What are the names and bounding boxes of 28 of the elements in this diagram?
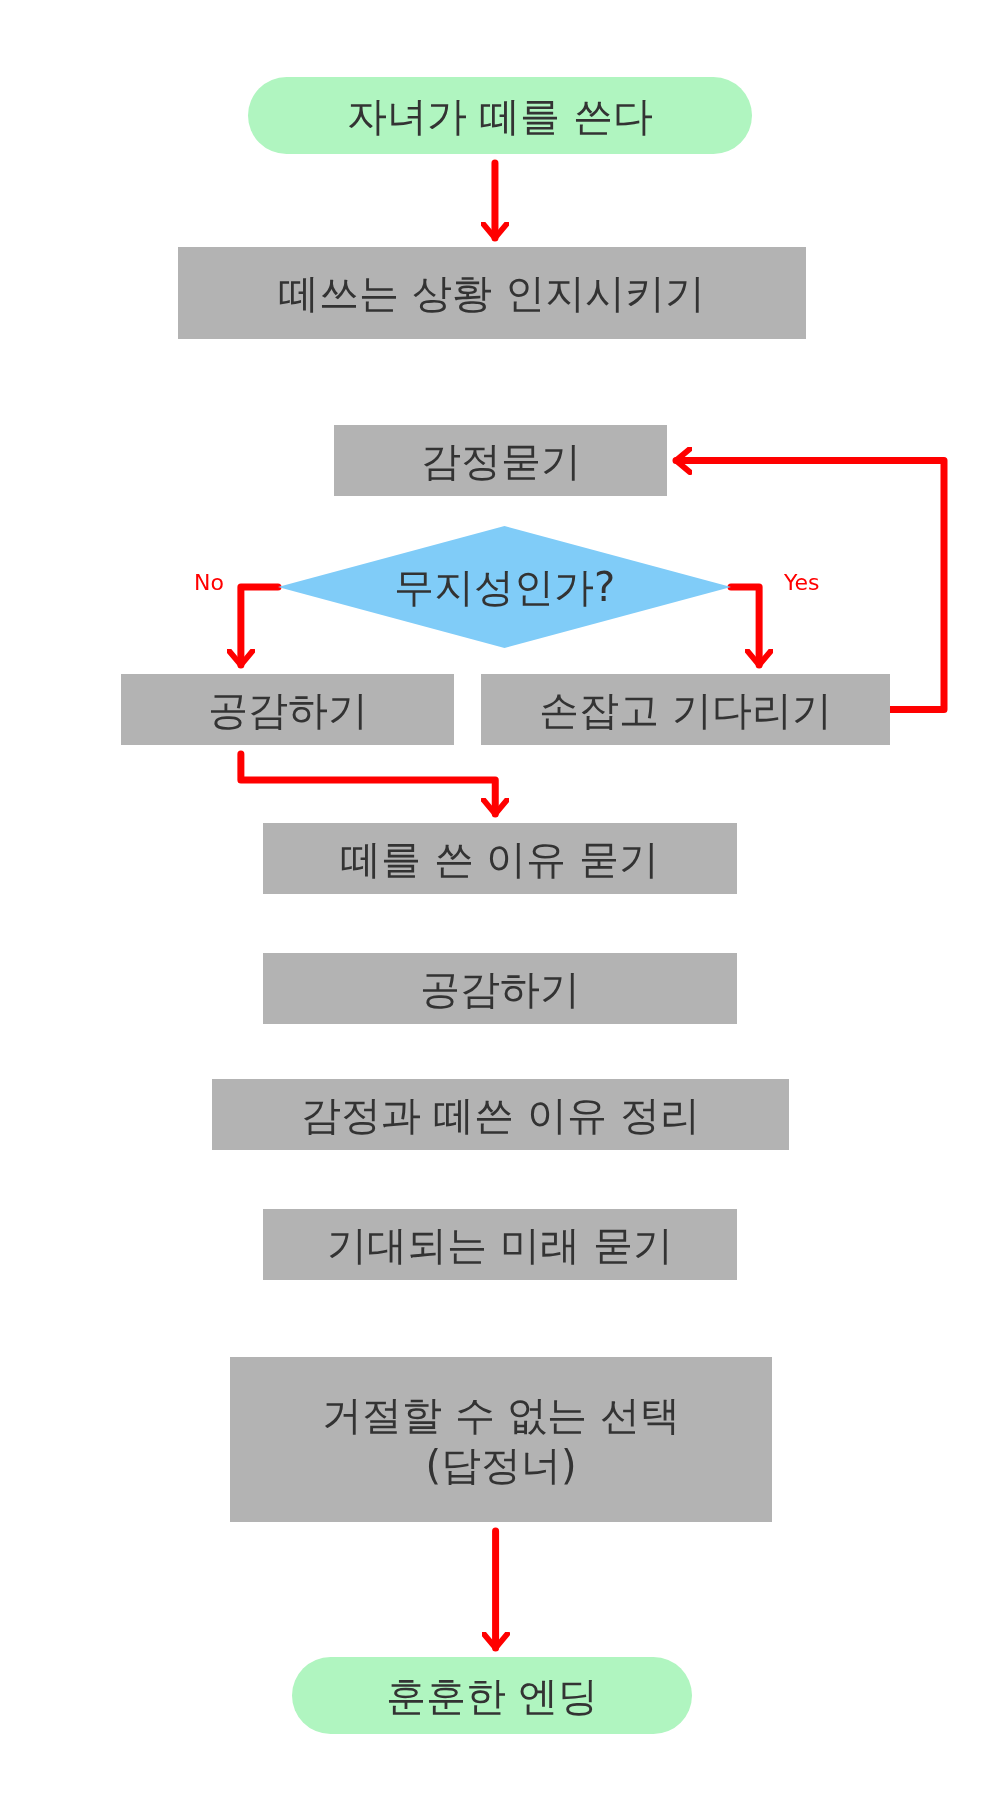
arrow	[480, 159, 510, 242]
node-text: 손잡고 기다리기	[539, 685, 832, 735]
node-text: 훈훈한 엔딩	[385, 1671, 599, 1721]
arrow	[727, 583, 774, 669]
arrow	[226, 583, 282, 669]
process-box	[263, 1209, 737, 1280]
arrow	[237, 750, 510, 818]
process-box	[263, 953, 737, 1024]
node-text: 떼쓰는 상황 인지시키기	[279, 269, 705, 318]
node-text: 무지성인가?	[393, 563, 616, 612]
node-text: 공감하기	[420, 964, 580, 1014]
node-text: 거절할 수 없는 선택 (답정너)	[320, 1390, 682, 1490]
node-text: 감정과 떼쓴 이유 정리	[301, 1090, 700, 1140]
process-box	[230, 1357, 772, 1522]
arrow	[481, 1527, 511, 1652]
process-box	[334, 425, 667, 496]
arrow	[672, 445, 948, 713]
node-text: 떼를 쓴 이유 묻기	[340, 834, 660, 884]
process-box	[263, 823, 737, 894]
node-text: 자녀가 떼를 쓴다	[347, 91, 653, 141]
node-text: 감정묻기	[420, 436, 581, 486]
node-text: 공감하기	[207, 685, 368, 735]
process-box	[121, 674, 454, 745]
process-box	[481, 674, 890, 745]
process-box	[178, 247, 806, 339]
process-box	[212, 1079, 789, 1150]
node-text: 기대되는 미래 묻기	[327, 1220, 673, 1270]
decision-diamond	[278, 526, 731, 648]
